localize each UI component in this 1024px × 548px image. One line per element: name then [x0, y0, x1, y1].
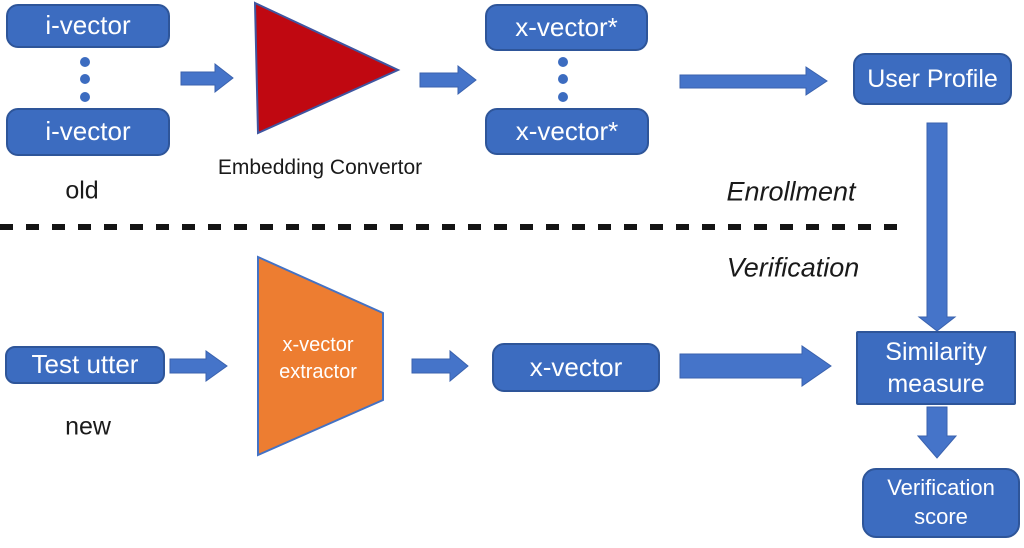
arrow-similarity-to-score [916, 406, 958, 459]
verification-score-box: Verification score [862, 468, 1020, 538]
dot-icon [558, 57, 568, 67]
dot-icon [80, 74, 90, 84]
xvector-box: x-vector [492, 343, 660, 392]
arrow-ivectors-to-convertor [180, 62, 234, 94]
arrow-extractor-to-xvector [411, 349, 469, 383]
verification-section-label: Verification [726, 252, 860, 283]
xvector-ellipsis-dots [558, 57, 568, 102]
dot-icon [558, 92, 568, 102]
dot-icon [80, 57, 90, 67]
enrollment-verification-divider [0, 224, 907, 230]
similarity-measure-box: Similarity measure [856, 331, 1016, 405]
xvector-star-bottom-box: x-vector* [485, 108, 649, 155]
arrow-xvectors-to-user-profile [679, 66, 828, 96]
arrow-test-utter-to-extractor [169, 350, 228, 382]
arrow-xvector-to-similarity [679, 345, 832, 387]
embedding-convertor-label: Embedding Convertor [217, 156, 423, 179]
enrollment-section-label: Enrollment [726, 176, 856, 207]
dot-icon [558, 74, 568, 84]
ivector-top-box: i-vector [6, 4, 170, 48]
ivector-bottom-box: i-vector [6, 108, 170, 156]
xvector-extractor-label: x-vector extractor [279, 334, 357, 383]
xvector-star-top-box: x-vector* [485, 4, 648, 51]
old-label: old [65, 176, 99, 205]
ivector-ellipsis-dots [80, 57, 90, 102]
user-profile-box: User Profile [853, 53, 1012, 105]
test-utter-box: Test utter [5, 346, 165, 384]
new-label: new [65, 412, 111, 441]
dot-icon [80, 92, 90, 102]
arrow-user-profile-to-similarity [917, 122, 957, 332]
arrow-convertor-to-xvectors [419, 64, 477, 96]
xvector-extractor-trapezoid-icon [257, 255, 384, 457]
embedding-convertor-triangle-icon [253, 1, 401, 135]
